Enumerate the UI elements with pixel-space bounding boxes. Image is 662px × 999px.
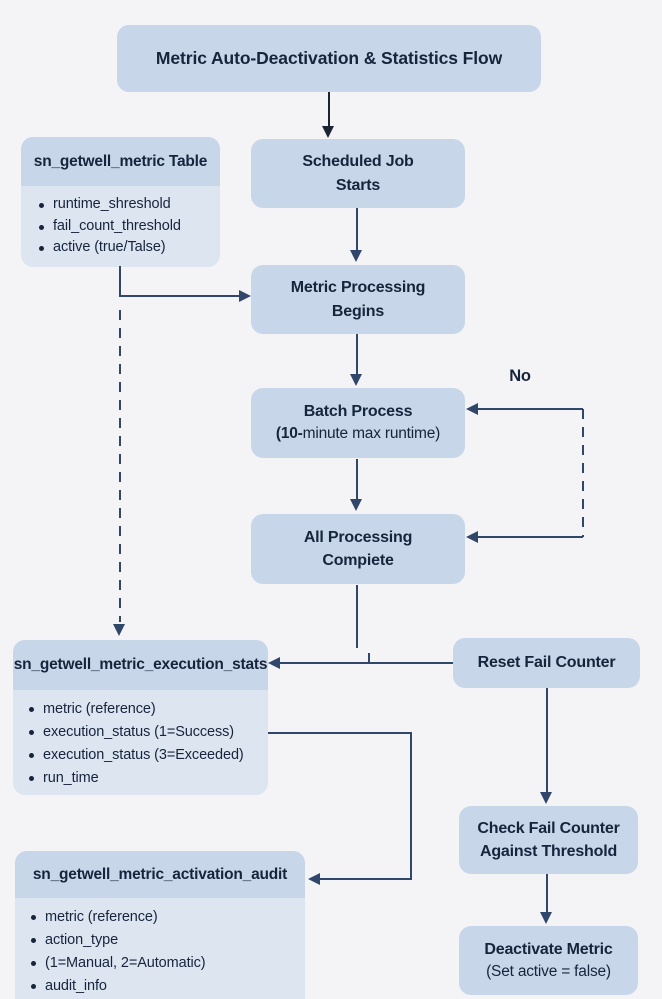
table-metric: sn_getwell_metric Table runtime_shreshol… bbox=[21, 137, 220, 267]
table-field: metric (reference) bbox=[31, 906, 297, 929]
connector-table-processing-v bbox=[119, 266, 121, 297]
connector-title-scheduled bbox=[328, 92, 330, 126]
node-deactivate-metric: Deactivate Metric (Set active = false) bbox=[459, 926, 638, 995]
connector-no-bottom bbox=[478, 536, 583, 538]
connector-junction-tick bbox=[368, 653, 370, 663]
arrowhead-right-icon bbox=[239, 290, 251, 302]
bullet-icon bbox=[31, 915, 36, 920]
bullet-icon bbox=[31, 984, 36, 989]
connector-table-processing-h bbox=[119, 295, 239, 297]
connector-no-dashed bbox=[582, 409, 584, 537]
table-activation-audit-header: sn_getwell_metric_activation_audit bbox=[15, 851, 305, 898]
connector-reset-stats bbox=[280, 662, 453, 664]
bullet-icon bbox=[29, 776, 34, 781]
edge-label-no: No bbox=[509, 367, 531, 385]
arrowhead-left-icon bbox=[466, 531, 478, 543]
table-field: audit_info bbox=[31, 975, 297, 998]
node-all-processing: All Processing Compiete bbox=[251, 514, 465, 584]
arrowhead-left-icon bbox=[466, 403, 478, 415]
arrowhead-down-icon bbox=[350, 499, 362, 511]
node-metric-processing: Metric Processing Begins bbox=[251, 265, 465, 334]
node-scheduled-job: Scheduled Job Starts bbox=[251, 139, 465, 208]
table-metric-fields: runtime_shreshold fail_count_threshold a… bbox=[21, 186, 220, 267]
table-execution-stats: sn_getwell_metric_execution_stats metric… bbox=[13, 640, 268, 795]
table-field: (1=Manual, 2=Automatic) bbox=[31, 952, 297, 975]
bullet-icon bbox=[29, 753, 34, 758]
table-execution-stats-fields: metric (reference) execution_status (1=S… bbox=[13, 690, 268, 795]
table-field: active (true/Talse) bbox=[39, 237, 212, 259]
arrowhead-down-icon bbox=[350, 374, 362, 386]
table-execution-stats-header: sn_getwell_metric_execution_stats bbox=[13, 640, 268, 690]
table-field: run_time bbox=[29, 767, 260, 790]
table-field: fail_count_threshold bbox=[39, 216, 212, 238]
arrowhead-down-icon bbox=[113, 624, 125, 636]
table-activation-audit: sn_getwell_metric_activation_audit metri… bbox=[15, 851, 305, 999]
table-field: runtime_shreshold bbox=[39, 194, 212, 216]
table-field: execution_status (1=Success) bbox=[29, 721, 260, 744]
arrowhead-down-icon bbox=[540, 912, 552, 924]
arrowhead-down-icon bbox=[540, 792, 552, 804]
connector-stats-audit-h1 bbox=[268, 732, 412, 734]
arrowhead-left-icon bbox=[308, 873, 320, 885]
title-node: Metric Auto-Deactivation & Statistics Fl… bbox=[117, 25, 541, 92]
table-field: metric (reference) bbox=[29, 698, 260, 721]
bullet-icon bbox=[29, 730, 34, 735]
connector-check-deactivate bbox=[546, 874, 548, 912]
arrowhead-left-icon bbox=[268, 657, 280, 669]
connector-reset-check bbox=[546, 688, 548, 792]
node-batch-process: Batch Process (10-minute max runtime) bbox=[251, 388, 465, 458]
connector-processing-batch bbox=[356, 334, 358, 374]
table-metric-header: sn_getwell_metric Table bbox=[21, 137, 220, 186]
node-reset-fail-counter: Reset Fail Counter bbox=[453, 638, 640, 688]
node-check-fail-counter: Check Fail Counter Against Threshold bbox=[459, 806, 638, 874]
bullet-icon bbox=[39, 203, 44, 208]
table-field: execution_status (3=Exceeded) bbox=[29, 744, 260, 767]
connector-no-top bbox=[478, 408, 583, 410]
arrowhead-down-icon bbox=[350, 250, 362, 262]
connector-stats-audit-h2 bbox=[320, 878, 410, 880]
bullet-icon bbox=[31, 961, 36, 966]
table-field: action_type bbox=[31, 929, 297, 952]
bullet-icon bbox=[39, 246, 44, 251]
connector-scheduled-processing bbox=[356, 208, 358, 250]
bullet-icon bbox=[39, 224, 44, 230]
connector-stats-audit-v bbox=[410, 732, 412, 880]
connector-batch-allprocessing bbox=[356, 459, 358, 499]
table-activation-audit-fields: metric (reference) action_type (1=Manual… bbox=[15, 898, 305, 998]
arrowhead-down-icon bbox=[322, 126, 334, 138]
page-title: Metric Auto-Deactivation & Statistics Fl… bbox=[155, 47, 503, 68]
bullet-icon bbox=[29, 707, 34, 712]
bullet-icon bbox=[31, 938, 36, 943]
connector-table-stats-dashed bbox=[119, 310, 121, 622]
connector-allprocessing-down bbox=[356, 585, 358, 648]
